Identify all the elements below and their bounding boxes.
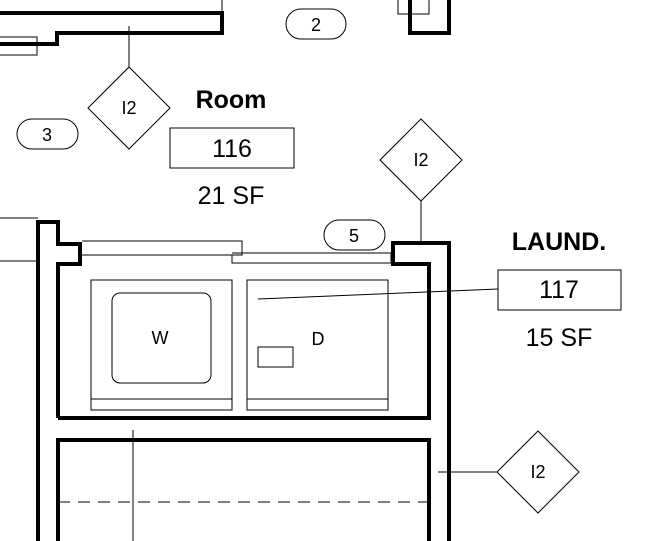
elevation-tag-label: I2 <box>121 98 136 118</box>
room-number: 116 <box>212 135 252 163</box>
keynote-bubble-label: 5 <box>349 226 359 246</box>
washer: W <box>90 279 233 411</box>
keynote-bubble-label: 2 <box>311 15 321 35</box>
room-area: 15 SF <box>526 324 593 352</box>
keynote-bubble-2: 2 <box>285 8 347 40</box>
interior-elevation-tag: I2 <box>379 118 463 245</box>
keynote-bubble-3: 3 <box>16 118 79 150</box>
room-area: 21 SF <box>198 182 265 210</box>
dryer-label: D <box>312 329 325 349</box>
room-tag-117: LAUND. 117 15 SF <box>497 228 622 352</box>
room-tag-116: Room 116 21 SF <box>169 86 295 210</box>
dryer: D <box>246 279 389 411</box>
washer-label: W <box>152 328 169 348</box>
room-tag-leader <box>257 288 499 300</box>
room-name: LAUND. <box>512 228 606 256</box>
keynote-bubble-5: 5 <box>323 219 386 251</box>
interior-elevation-tag: I2 <box>438 430 580 514</box>
laundry-walls <box>0 217 451 541</box>
elevation-tag-label: I2 <box>413 150 428 170</box>
room-number: 117 <box>539 276 579 304</box>
keynote-bubble-label: 3 <box>42 125 52 145</box>
lower-counter <box>58 430 429 541</box>
top-left-wall <box>0 0 224 56</box>
interior-elevation-tag: I2 <box>87 26 171 150</box>
room-name: Room <box>196 86 267 114</box>
top-right-wall <box>397 0 451 35</box>
elevation-tag-label: I2 <box>530 462 545 482</box>
